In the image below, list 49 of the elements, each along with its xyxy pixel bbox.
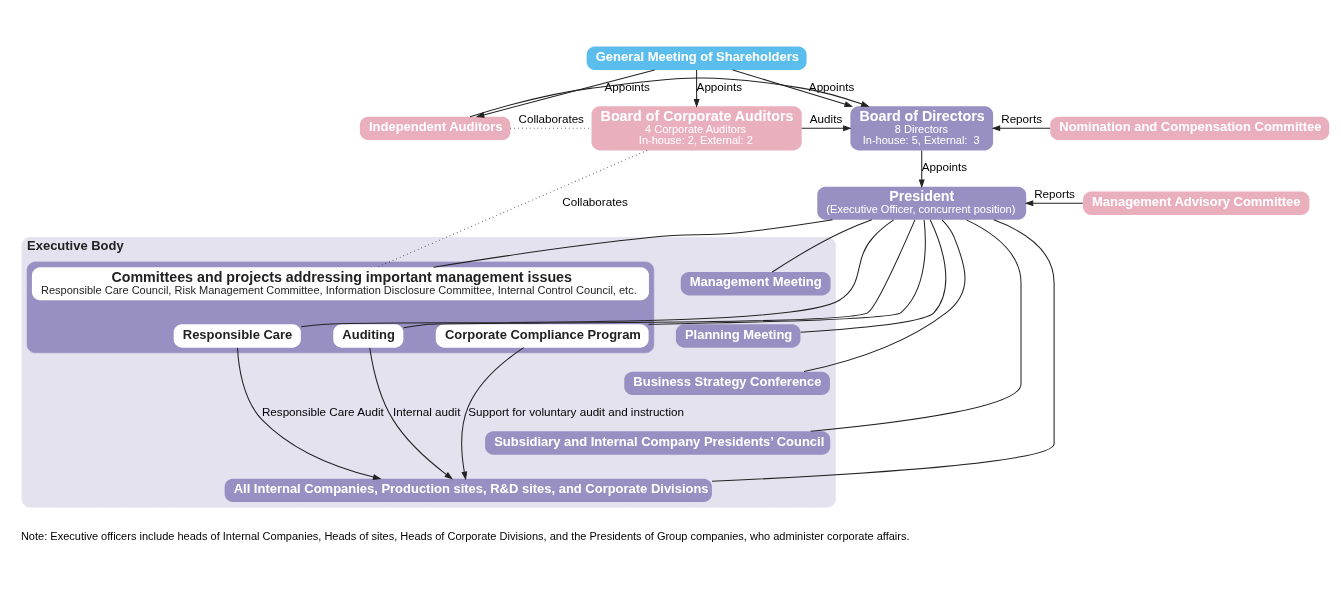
edge-label: Appoints <box>604 79 650 93</box>
connector <box>711 219 1055 482</box>
connector <box>648 219 926 325</box>
node-box: President (Executive Officer, concurrent position) <box>817 186 1027 220</box>
edge-label: Responsible Care Audit <box>261 405 384 419</box>
node-box: Auditing <box>333 324 404 348</box>
arrow <box>1024 200 1084 207</box>
arrow <box>369 347 453 480</box>
node-box: Board of Corporate Auditors 4 Corporate Auditors In-house: 2, External: 2 <box>591 106 802 151</box>
arrow <box>918 149 925 189</box>
connector <box>800 219 947 333</box>
node-box: All Internal Companies, Production sites, R&D sites, and Corporate Divisions <box>224 478 712 503</box>
cluster <box>26 261 655 354</box>
node-box: Independent Auditors <box>359 116 511 140</box>
arrow <box>461 347 525 481</box>
connector <box>771 219 873 273</box>
arrow <box>693 69 700 108</box>
arrow <box>236 347 382 480</box>
connector <box>433 219 834 268</box>
edge-label: Appoints <box>921 160 968 174</box>
arrow <box>991 125 1051 132</box>
edge-label: Internal audit <box>392 405 461 419</box>
edge-label: Reports <box>1034 186 1075 200</box>
edge-label: Collaborates <box>518 111 584 125</box>
edge-label: Audits <box>809 111 843 125</box>
node-box: Nomination and Compensation Committee <box>1050 116 1330 140</box>
node-box: Planning Meeting <box>675 324 801 348</box>
edge-label: Appoints <box>808 79 855 93</box>
node-box: Board of Directors 8 Directors In-house: 5, External: 3 <box>850 106 994 151</box>
arrow <box>475 69 656 118</box>
edge-label: Reports <box>1001 111 1043 125</box>
edge-label: Support for voluntary audit and instruction <box>468 405 685 419</box>
node-box: Subsidiary and Internal Company Presidents’ Council <box>485 431 831 455</box>
node-box: Responsible Care <box>173 324 301 348</box>
node-box: Corporate Compliance Program <box>435 324 649 348</box>
node-box: Management Advisory Committee <box>1082 191 1310 215</box>
node-box: Management Meeting <box>680 272 831 296</box>
node-box: General Meeting of Shareholders <box>586 46 807 70</box>
arrow <box>732 69 854 108</box>
label: Note: Executive officers include heads of Internal Companies, Heads of sites, Heads of Corporate Divisions, and the Presidents of Group companies, who administer corporate affairs. <box>20 530 910 543</box>
node-box: Committees and projects addressing important management issues Responsible Care Council, Risk Management Committee, Information Disclosure Committee, Internal Control Council, etc. <box>31 267 649 301</box>
connector <box>403 219 916 329</box>
connector <box>810 219 1022 432</box>
node-box: Business Strategy Conference <box>624 371 830 395</box>
connector <box>803 219 966 373</box>
arrow <box>469 77 870 118</box>
edge-label: Collaborates <box>562 195 628 209</box>
connector <box>300 219 895 328</box>
arrow <box>801 125 852 132</box>
